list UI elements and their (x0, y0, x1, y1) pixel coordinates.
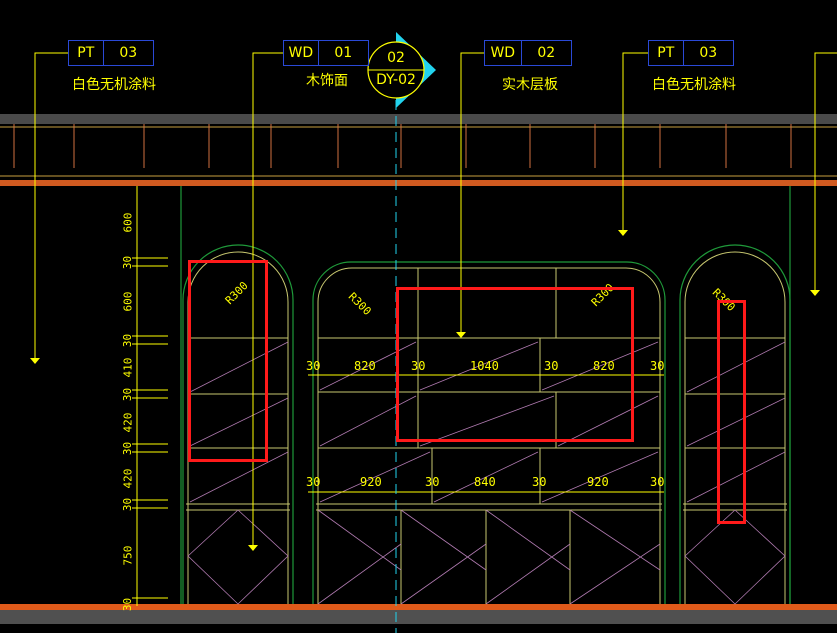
row-dim-upper: 30 (306, 359, 321, 373)
ceiling-band (0, 114, 837, 124)
vertical-dim: 30 (121, 255, 135, 270)
highlight-box-left (188, 260, 268, 462)
vertical-dim: 750 (121, 545, 135, 566)
tag-code: PT (649, 41, 684, 65)
vertical-dim: 600 (121, 212, 135, 233)
ceiling-bottom-band (0, 180, 837, 186)
leader-arrows (30, 230, 820, 551)
tag-code: WD (485, 41, 522, 65)
tag-number: 03 (119, 45, 138, 61)
row-dim-lower: 30 (532, 475, 547, 489)
vertical-dim: 420 (121, 412, 135, 433)
row-dim-upper: 1040 (470, 359, 499, 373)
ceiling-hangers (13, 124, 792, 168)
row-dim-lower: 30 (425, 475, 440, 489)
section-number: 02 (387, 50, 405, 66)
material-name-pt03-left: 白色无机涂料 (72, 77, 156, 93)
row-dim-upper: 30 (650, 359, 665, 373)
highlight-box-right (717, 300, 746, 524)
vertical-dim: 420 (121, 468, 135, 489)
material-tag-wd02: WD 02 (484, 40, 572, 66)
highlight-box-center (396, 287, 634, 442)
vertical-dim: 30 (121, 441, 135, 456)
vertical-dim: 30 (121, 387, 135, 402)
material-name-pt03-right: 白色无机涂料 (652, 77, 736, 93)
material-tag-wd01: WD 01 (283, 40, 369, 66)
row-dim-upper: 30 (544, 359, 559, 373)
row-dim-lower: 920 (360, 475, 382, 489)
section-sheet: DY-02 (376, 72, 416, 88)
tag-code: PT (69, 41, 104, 65)
row-dim-lower: 30 (650, 475, 665, 489)
material-name-wd01: 木饰面 (306, 73, 348, 89)
material-name-wd02: 实木层板 (502, 77, 558, 93)
vertical-dim: 30 (121, 597, 135, 612)
vertical-dim: 600 (121, 291, 135, 312)
tag-number: 03 (699, 45, 718, 61)
row-dim-upper: 30 (411, 359, 426, 373)
vertical-dim-ticks (132, 257, 168, 599)
vertical-dim: 30 (121, 333, 135, 348)
cabinet-outline (180, 186, 791, 604)
floor-band (0, 604, 837, 610)
row-dim-lower: 840 (474, 475, 496, 489)
row-dim-lower: 30 (306, 475, 321, 489)
cabinet-inner (186, 251, 787, 604)
cabinet-door-diagonals (187, 341, 786, 605)
vertical-dim: 410 (121, 357, 135, 378)
horizontal-dim-lines (308, 374, 664, 493)
row-dim-lower: 920 (587, 475, 609, 489)
tag-number: 01 (334, 45, 353, 61)
tag-number: 02 (537, 45, 556, 61)
material-tag-pt03-left: PT 03 (68, 40, 154, 66)
vertical-dim: 30 (121, 497, 135, 512)
tag-code: WD (284, 41, 319, 65)
material-tag-pt03-right: PT 03 (648, 40, 734, 66)
floor-base (0, 610, 837, 624)
row-dim-upper: 820 (354, 359, 376, 373)
row-dim-upper: 820 (593, 359, 615, 373)
leader-lines (34, 52, 837, 545)
